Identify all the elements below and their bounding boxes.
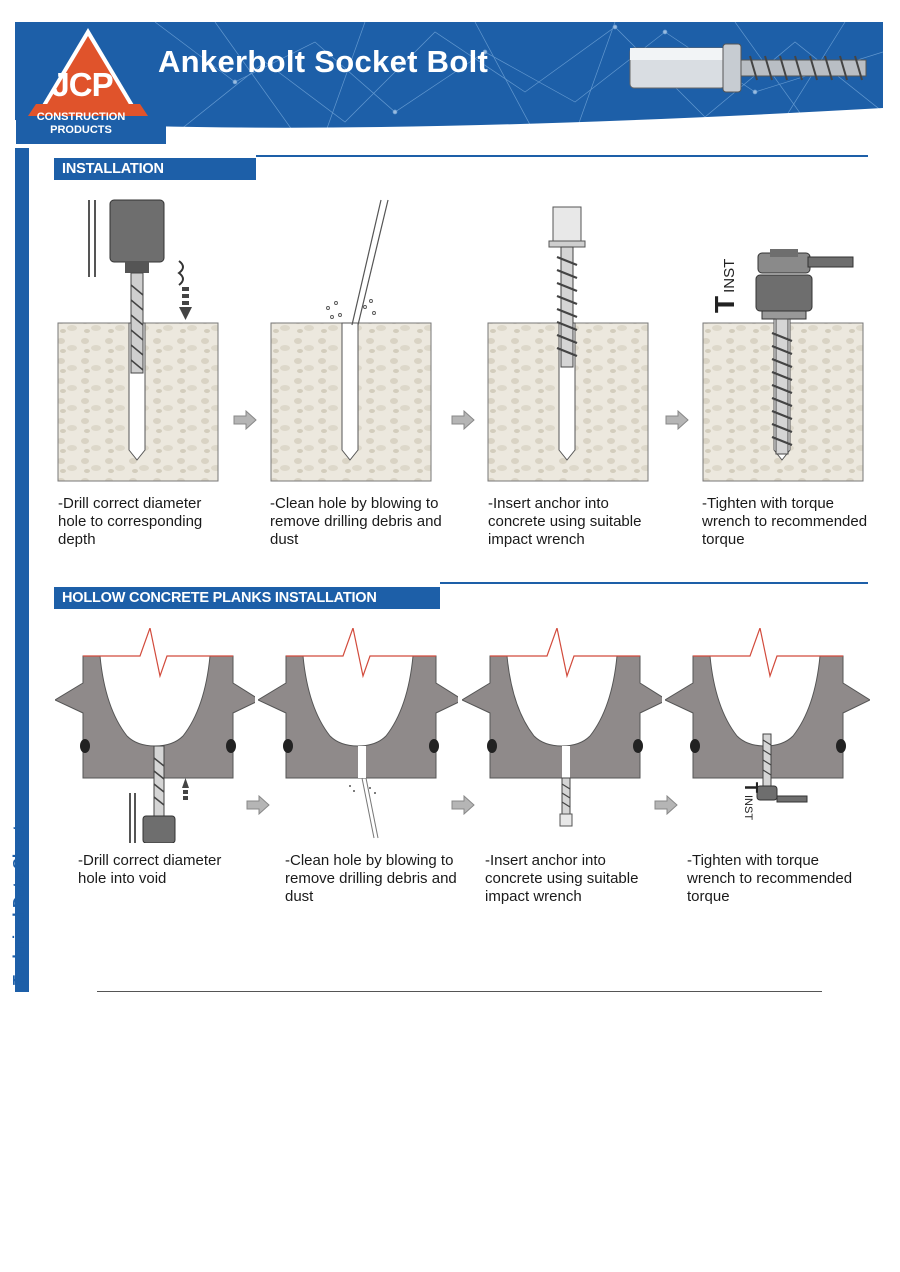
svg-text:Technical Data Sheet: Technical Data Sheet: [11, 825, 28, 985]
logo-line1: CONSTRUCTION: [36, 111, 126, 123]
step3-caption: -Insert anchor into concrete using suita…: [488, 495, 642, 548]
torque-symbol: TINST: [741, 782, 761, 820]
step2-clean-diagram: [270, 199, 432, 482]
plank-step2-diagram: [258, 628, 458, 839]
plank-step1-diagram: [55, 628, 255, 843]
next-arrow-icon: [233, 410, 257, 430]
next-arrow-icon: [451, 410, 475, 430]
network-pattern: [154, 22, 883, 134]
plank-step2-caption: -Clean hole by blowing to remove drillin…: [285, 852, 457, 905]
plank-step1-caption: -Drill correct diameter hole into void: [78, 852, 222, 887]
next-arrow-icon: [451, 795, 475, 815]
logo-mark: JCP: [51, 66, 113, 103]
side-bar: [15, 148, 29, 992]
next-arrow-icon: [246, 795, 270, 815]
section-heading-hollow: HOLLOW CONCRETE PLANKS INSTALLATION INST…: [54, 587, 440, 628]
next-arrow-icon: [665, 410, 689, 430]
step1-drill-diagram: [57, 199, 219, 482]
step2-caption: -Clean hole by blowing to remove drillin…: [270, 495, 442, 548]
section-rule: [256, 155, 868, 157]
step1-caption: -Drill correct diameter hole to correspo…: [58, 495, 203, 548]
plank-step3-diagram: [462, 628, 662, 827]
next-arrow-icon: [654, 795, 678, 815]
torque-symbol: TINST: [709, 259, 740, 313]
footer-rule: [97, 991, 822, 992]
plank-step4-caption: -Tighten with torque wrench to recommend…: [687, 852, 853, 905]
logo-line2: PRODUCTS: [50, 124, 112, 136]
plank-step4-diagram: TINST: [665, 628, 870, 820]
section-heading-installation: INSTALLATION INSTRUCTIONS: [54, 158, 256, 199]
plank-step3-caption: -Insert anchor into concrete using suita…: [485, 852, 639, 905]
section-rule: [440, 582, 868, 584]
jcp-logo: [16, 28, 166, 144]
step3-insert-diagram: [487, 206, 649, 482]
step4-caption: -Tighten with torque wrench to recommend…: [702, 495, 868, 548]
page-title: Ankerbolt Socket Bolt: [158, 44, 489, 79]
header-curve: [15, 108, 883, 140]
step4-tighten-diagram: TINST: [702, 249, 864, 482]
side-label: Technical Data Sheet: [11, 825, 28, 985]
socket-bolt-image: [629, 43, 867, 93]
